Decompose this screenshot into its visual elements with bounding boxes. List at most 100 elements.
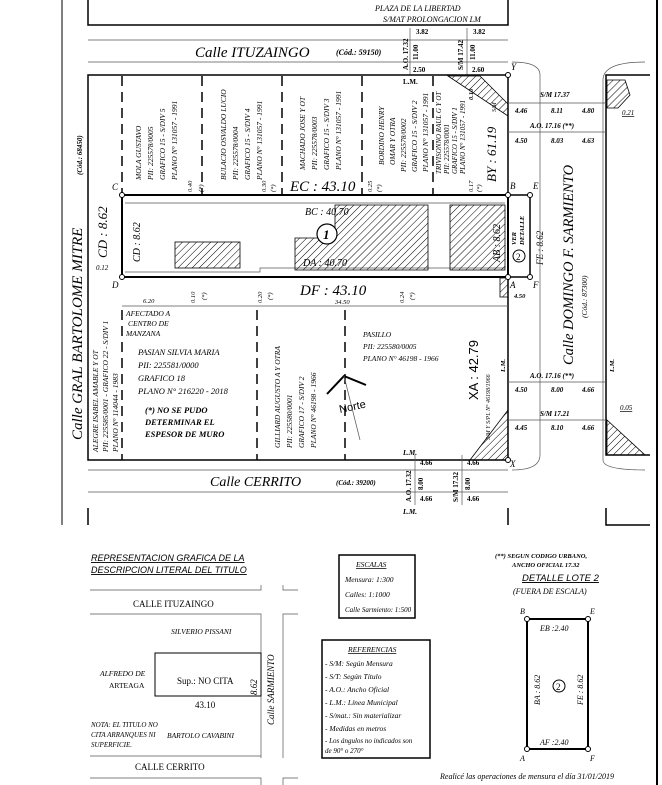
point-x: X: [509, 459, 516, 469]
detalle-point-f: F: [589, 754, 595, 763]
street-mitre-code: (Cód.: 68450): [76, 135, 84, 175]
afectado: AFECTADO A: [125, 309, 171, 318]
neighbor-text: GRAFICO 15 - S/DIV 4: [243, 108, 252, 180]
star: (*): [270, 184, 277, 192]
corner-hatch: [446, 75, 509, 117]
star: (*): [201, 292, 208, 300]
corner-hatch: [499, 277, 509, 298]
neighbor-text: PLANO N° 131057 - 1991: [421, 93, 430, 173]
offset: 0.30: [261, 180, 268, 192]
referencias-row: - Medidas en metros: [325, 724, 386, 733]
dim: A.O. 17.32: [405, 470, 413, 502]
dim: S/M 17.32: [452, 472, 460, 502]
repr-wid: 8.62: [249, 679, 259, 695]
repr-cerrito: CALLE CERRITO: [135, 762, 205, 772]
referencias-row: de 90° o 270°: [325, 747, 364, 755]
detalle-fe: FE : 8.62: [576, 675, 585, 706]
detalle-ba: BA : 8.62: [533, 675, 542, 705]
street-mitre: Calle GRAL BARTOLOME MITRE: [70, 228, 86, 440]
neighbor-text: PASILLO: [362, 330, 392, 339]
point-f: F: [532, 280, 539, 290]
dim: 3.82: [416, 28, 429, 36]
offset-0-21: 0.21: [622, 109, 634, 117]
star: (*): [409, 292, 416, 300]
street-curb: [602, 61, 646, 471]
dim: 4.66: [420, 495, 433, 503]
codigo-note: (**) SEGUN CODIGO URBANO,: [495, 553, 587, 560]
dim-6-20: 6.20: [143, 298, 155, 305]
neighbor-text: PLANO N° 131057 - 1991: [334, 91, 343, 171]
point-y: Y: [511, 62, 517, 72]
neighbor-text: PII: 225581/0000: [137, 360, 199, 370]
building-hatch: [174, 241, 241, 269]
repr-sup: Sup.: NO CITA: [177, 676, 234, 686]
detalle-point-b: B: [520, 607, 525, 616]
detalle-lot-marker: [552, 679, 566, 693]
north-label: Norte: [338, 399, 367, 416]
detalle-title: DETALLE LOTE 2: [522, 573, 600, 584]
neighbor-text: TRIVISONNO RAUL G Y OT: [435, 91, 443, 174]
dim: 2.60: [472, 66, 485, 74]
escalas-row: Calles: 1:1000: [345, 590, 390, 599]
neighbor-text: PII: 225578/0001: [443, 124, 451, 175]
footer-note: Realicé las operaciones de mensura el dí…: [439, 772, 614, 781]
no-se-pudo-note: (*) NO SE PUDO: [145, 405, 208, 415]
referencias-row: - S/M: Según Mensura: [325, 659, 393, 668]
offset-0-05: 0.05: [620, 404, 633, 412]
dim-bc: BC : 40.70: [305, 207, 349, 218]
neighbor-text: PII: 225580/0005: [362, 342, 417, 351]
prolongacion-label: S/MAT PROLONGACION LM: [383, 15, 482, 24]
dim-df: DF : 43.10: [299, 283, 367, 299]
dim: 8.00: [464, 477, 472, 490]
dim-ab: AB : 8.62: [492, 224, 503, 263]
offset: 0.20: [257, 291, 264, 303]
lm-label: L.M.: [609, 359, 616, 373]
offset: 0.10: [468, 88, 475, 100]
lm-label: L.M.: [500, 359, 507, 373]
neighbor-text: PII: 225578/0002: [399, 118, 408, 173]
star: (*): [476, 184, 483, 192]
neighbor-text: PLANO N° 46198 - 1966: [362, 354, 439, 363]
referencias-row: - A.O.: Ancho Oficial: [325, 685, 389, 694]
repr-nota: CITA ARRANQUES NI: [91, 731, 156, 739]
neighbor-text: MOLA GUSTAVO: [134, 125, 143, 181]
dim: 4.50: [514, 137, 528, 145]
dim-xa-note: S/M Y S/PL N° 46198/1966: [485, 374, 492, 440]
lm-label: L.M.: [402, 508, 417, 516]
dim-row-label: S/M 17.37: [540, 91, 570, 99]
offset: 0.25: [367, 180, 374, 192]
offset-left: 0.12: [96, 264, 109, 272]
north-arrow-icon: [326, 374, 367, 441]
repr-title: REPRESENTACION GRAFICA DE LA: [91, 553, 245, 563]
corner-hatch: [469, 408, 509, 461]
detalle-subtitle: (FUERA DE ESCALA): [513, 587, 587, 596]
neighbor-text: OMAR Y OTRA: [388, 117, 397, 165]
lot-2-marker: [512, 249, 526, 263]
neighbor-text: PLANO N° 131057 - 1991: [170, 101, 179, 181]
referencias-box: [321, 639, 431, 759]
dim: 8.11: [551, 107, 563, 115]
street-sarmiento: Calle DOMINGO F. SARMIENTO: [561, 164, 577, 365]
repr-sarmiento: Calle SARMIENTO: [266, 654, 276, 725]
star: (*): [198, 184, 205, 192]
neighbor-text: GRAFICO 15 - S/DIV 2: [410, 100, 419, 172]
dim: 4.80: [581, 107, 595, 115]
repr-title: DESCRIPCION LITERAL DEL TITULO: [91, 565, 247, 575]
referencias-row: - L.M.: Línea Municipal: [325, 698, 398, 707]
plaza-box: [87, 0, 509, 26]
dim-by: BY : 61.19: [484, 126, 499, 182]
corner-hatch: [606, 79, 631, 109]
dim-da: DA : 40.70: [302, 258, 347, 269]
neighbor-text: PII: 225585/0001 - GRAFICO 22 - S/DIV 1: [101, 321, 110, 453]
neighbor-text: GRAFICO 15 - S/DIV 3: [322, 98, 331, 170]
plaza-label: PLAZA DE LA LIBERTAD: [374, 4, 461, 13]
offset: 0.40: [187, 180, 194, 192]
offset: 0.10: [190, 291, 197, 303]
dim: 4.63: [581, 137, 595, 145]
dim-4-50: 4.50: [513, 293, 526, 300]
referencias-row: - S/T: Según Título: [325, 672, 382, 681]
street-sarmiento-code: (Cód.: 87300): [580, 275, 589, 318]
neighbor-text: ALEGRE ISABEL AMABLE Y OT: [91, 349, 100, 453]
street-cerrito: Calle CERRITO: [210, 475, 301, 490]
dim: 4.66: [420, 459, 433, 467]
